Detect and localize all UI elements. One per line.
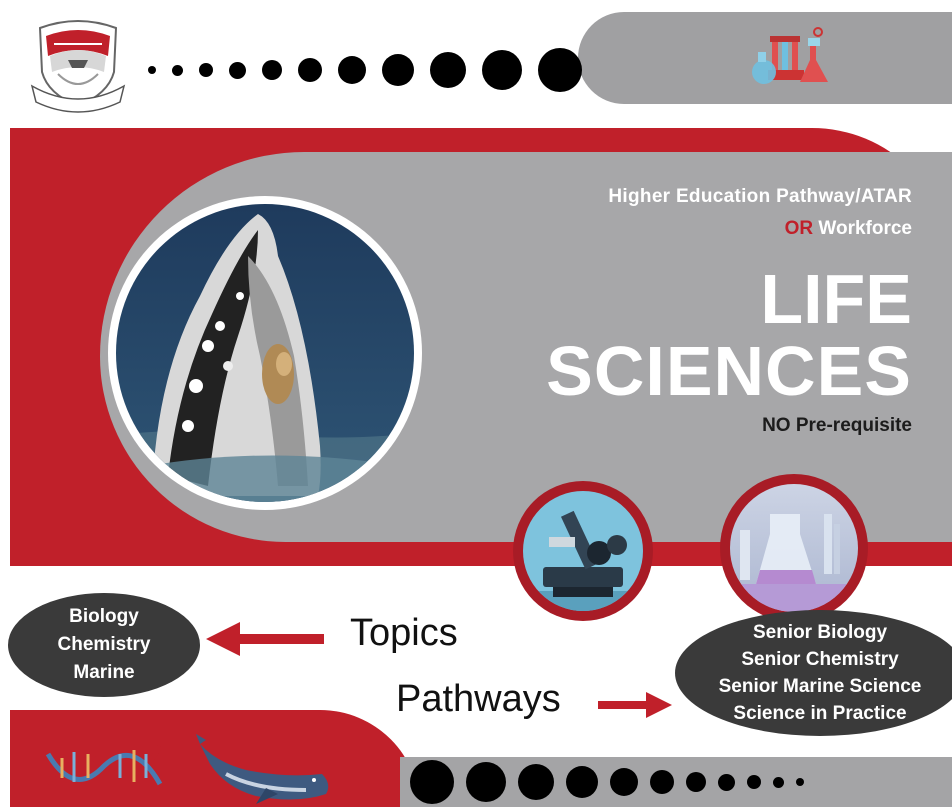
pathway-item: Senior Chemistry <box>741 649 899 670</box>
pathway-item: Senior Marine Science <box>718 676 922 697</box>
pathway-subheading: OR Workforce <box>785 218 912 240</box>
or-highlight: OR <box>784 218 814 239</box>
pathways-label: Pathways <box>396 678 561 720</box>
decorative-dots-bottom <box>410 758 804 806</box>
microscope-photo <box>513 481 653 621</box>
topic-item: Chemistry <box>57 634 151 655</box>
pathway-item: Science in Practice <box>733 703 907 724</box>
whale-photo <box>108 196 422 510</box>
workforce-text: Workforce <box>813 218 912 239</box>
dna-icon <box>45 744 163 786</box>
page-title-line2: SCIENCES <box>546 332 912 410</box>
pathways-list: Senior Biology Senior Chemistry Senior M… <box>675 610 952 736</box>
prerequisite-note: NO Pre-requisite <box>762 415 912 436</box>
pathway-item: Senior Biology <box>752 622 888 643</box>
page-title-line1: LIFE <box>760 260 912 338</box>
school-crest-logo <box>30 20 126 113</box>
lab-glassware-icon <box>752 27 828 84</box>
arrow-left-icon <box>206 622 324 656</box>
whale-icon <box>196 734 329 804</box>
decorative-dots-top <box>148 46 582 94</box>
pathway-heading: Higher Education Pathway/ATAR <box>608 186 912 207</box>
topics-label: Topics <box>350 612 458 654</box>
arrow-right-icon <box>598 692 672 718</box>
topic-item: Biology <box>69 606 139 627</box>
topics-list: Biology Chemistry Marine <box>8 593 200 697</box>
lab-glassware-photo <box>720 474 868 622</box>
topic-item: Marine <box>73 662 135 683</box>
